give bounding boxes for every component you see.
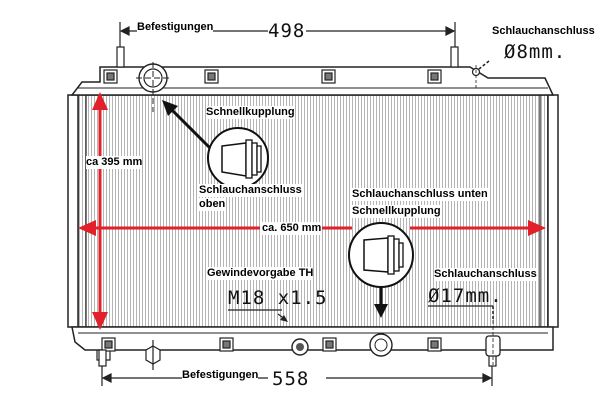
label-schlauchanschluss-oben-1: Schlauchanschluss [199,184,302,197]
right-side-frame [547,94,559,328]
bottom-hose-outlet [485,320,501,365]
label-schlauchanschluss-oben-2: oben [199,198,226,211]
label-ca-395: ca 395 mm [86,156,143,169]
top-mount-pin-left [116,46,125,68]
label-schlauchanschluss-top-right: Schlauchanschluss [492,25,595,37]
label-schnellkupplung: Schnellkupplung [206,106,295,119]
dim-17mm: Ø17mm. [428,285,503,307]
callout-arrow-bottom [374,287,388,318]
width-arrow-650 [78,220,546,236]
bottom-mount-pin-left [98,349,107,367]
dim-8mm: Ø8mm. [504,41,567,63]
dim-498: 498 [268,20,306,42]
label-schlauchanschluss-right: Schlauchanschluss [434,268,537,281]
drain-plug [145,340,161,370]
m18-leader [228,309,288,322]
bottom-coupling-detail [348,222,414,288]
height-arrow-395 [92,92,108,330]
top-quick-coupling-port [136,62,170,112]
label-ca-650: ca. 650 mm [262,222,322,235]
sensor-port [291,338,309,356]
top-coupling-detail [207,127,269,189]
label-befestigungen-bottom: Befestigungen [182,369,259,382]
label-schnellkupplung-unten: Schnellkupplung [352,205,441,218]
label-gewindevorgabe: Gewindevorgabe TH [207,267,314,280]
bottom-quick-coupling-port [369,333,393,357]
dim-m18: M18 x1.5 [228,287,328,309]
bottom-tank-clips [101,337,442,352]
bottom-tank [71,326,554,351]
top-tank-clips [103,69,442,84]
left-side-frame [67,94,79,328]
radiator-core [77,94,549,328]
label-befestigungen-top: Befestigungen [137,21,214,34]
label-schlauchanschluss-unten: Schlauchanschluss unten [352,188,488,201]
small-hose-nipple [471,65,481,88]
dim-558: 558 [272,368,310,390]
top-mount-pin-right [450,46,459,68]
callout-arrow-top [162,100,212,150]
